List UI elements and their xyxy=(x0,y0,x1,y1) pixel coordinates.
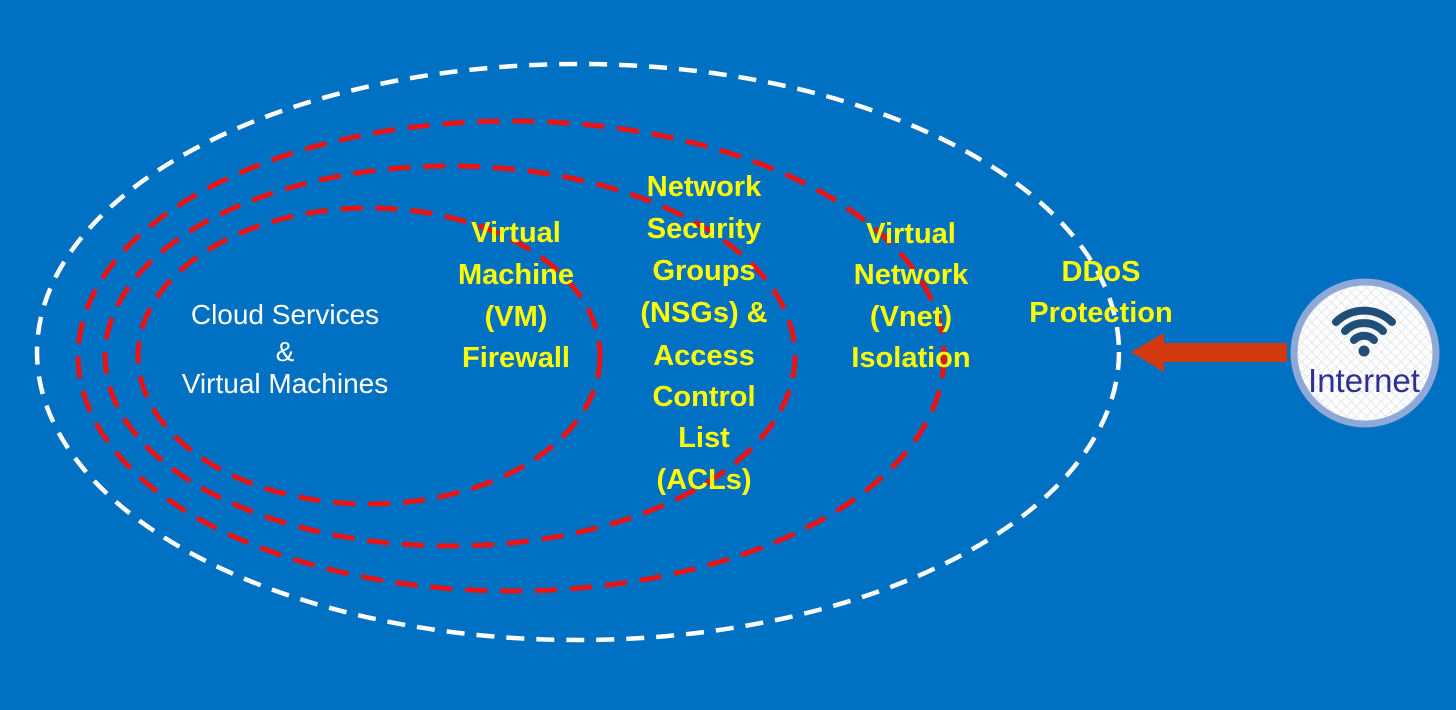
layer-label-line: (NSGs) & xyxy=(640,297,767,329)
vnet-isolation-label: Virtual Network (Vnet) Isolation xyxy=(851,218,970,374)
layer-label-line: (ACLs) xyxy=(656,464,751,496)
layer-label-line: Virtual xyxy=(471,217,561,249)
inbound-traffic-arrow xyxy=(1131,333,1287,372)
layer-label-line: Control xyxy=(652,381,755,413)
layer-label-line: Access xyxy=(653,340,755,372)
nsg-acl-label: Network Security Groups (NSGs) & Access … xyxy=(640,171,767,496)
vnet-isolation-ring xyxy=(75,118,947,594)
wifi-arc-outer xyxy=(1332,306,1396,326)
layer-label-line: (VM) xyxy=(485,301,548,333)
layer-label-line: Network xyxy=(854,259,969,291)
cloud-core-label: Cloud Services & Virtual Machines xyxy=(182,299,388,399)
layer-label-line: Network xyxy=(647,171,762,203)
layer-label-line: Firewall xyxy=(462,342,570,374)
wifi-dot xyxy=(1358,345,1370,357)
layer-label-line: Virtual xyxy=(866,218,956,250)
layer-label-line: Protection xyxy=(1029,297,1172,329)
layer-label-line: Groups xyxy=(652,255,755,287)
vm-firewall-label: Virtual Machine (VM) Firewall xyxy=(458,217,574,374)
internet-label: Internet xyxy=(1308,362,1420,399)
layer-label-line: (Vnet) xyxy=(870,301,952,333)
layer-label-line: DDoS xyxy=(1062,256,1141,288)
vm-firewall-ring xyxy=(135,205,603,507)
core-label-line: & xyxy=(276,336,295,367)
core-label-line: Cloud Services xyxy=(191,299,379,330)
layer-label-line: List xyxy=(678,422,730,454)
internet-node: Internet xyxy=(1290,278,1440,428)
wifi-arc-inner xyxy=(1350,331,1378,344)
core-label-line: Virtual Machines xyxy=(182,368,388,399)
ddos-protection-ring xyxy=(34,61,1122,643)
wifi-icon xyxy=(1332,306,1396,357)
wifi-arc-middle xyxy=(1341,319,1387,335)
nsg-acl-ring xyxy=(102,163,798,549)
layer-label-line: Security xyxy=(647,213,761,245)
ddos-protection-label: DDoS Protection xyxy=(1029,256,1172,329)
layer-label-line: Isolation xyxy=(851,342,970,374)
layer-label-line: Machine xyxy=(458,259,574,291)
